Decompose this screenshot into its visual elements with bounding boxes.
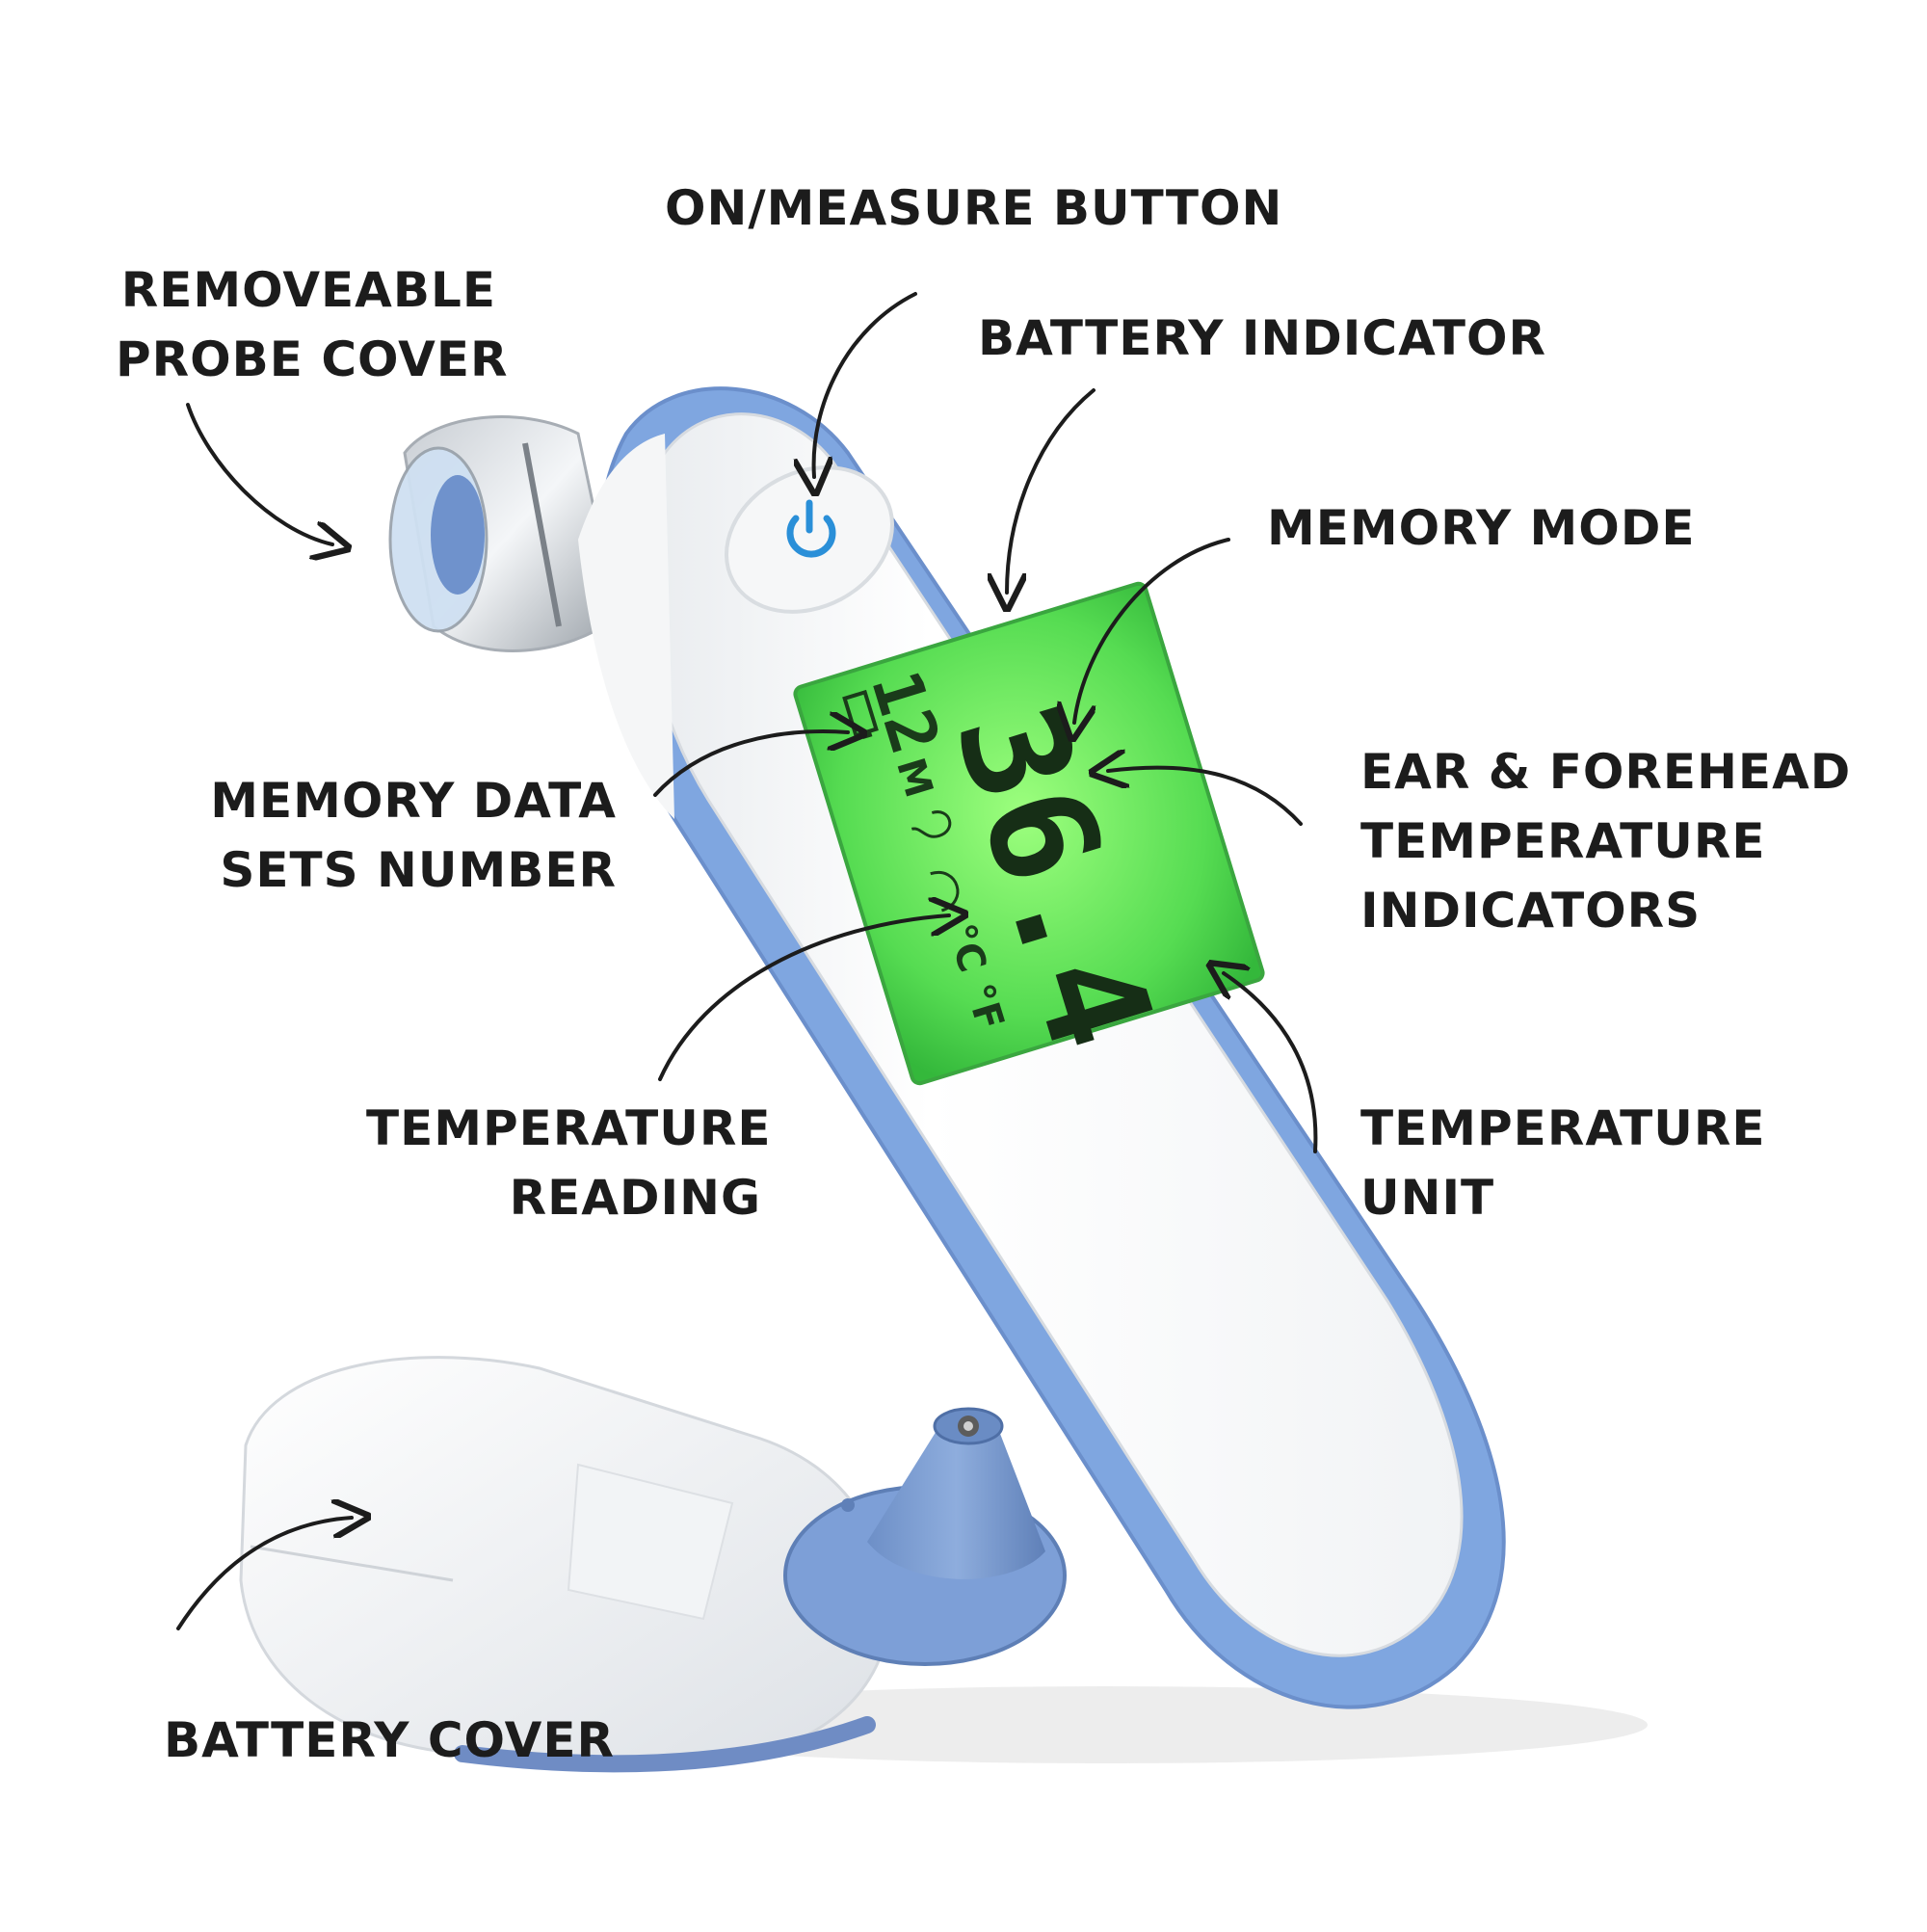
label-removable-probe-cover: REMOVEABLE PROBE COVER xyxy=(116,262,509,387)
label-temperature-unit: TEMPERATURE UNIT xyxy=(1360,1100,1766,1226)
label-memory-data-sets-number: MEMORY DATA SETS NUMBER xyxy=(210,773,617,898)
arrow-temperature-reading xyxy=(658,915,949,1081)
arrow-temperature-unit xyxy=(1224,973,1318,1153)
arrow-memory-mode xyxy=(1074,538,1230,723)
callout-arrows xyxy=(176,292,1318,1630)
ear-icon xyxy=(911,810,952,838)
arrow-battery-indicator xyxy=(1007,388,1095,593)
lcd-display: 12 M °C °F 36.4 xyxy=(793,581,1265,1086)
label-memory-mode: MEMORY MODE xyxy=(1267,500,1696,556)
power-icon xyxy=(786,499,836,558)
arrow-on-measure xyxy=(814,292,917,477)
arrow-probe-cover xyxy=(186,403,332,544)
label-ear-forehead-indicators: EAR & FOREHEAD TEMPERATURE INDICATORS xyxy=(1360,744,1852,939)
label-battery-cover: BATTERY COVER xyxy=(164,1712,616,1768)
label-temperature-reading: TEMPERATURE READING xyxy=(366,1100,772,1226)
arrow-battery-cover xyxy=(176,1518,352,1630)
battery-cover-unit xyxy=(239,1356,1067,1773)
on-measure-button[interactable] xyxy=(701,439,918,640)
label-on-measure-button: ON/MEASURE BUTTON xyxy=(665,180,1283,236)
arrow-ear-forehead xyxy=(1108,768,1303,826)
removable-probe-cover xyxy=(388,415,619,652)
arrow-memory-data xyxy=(653,731,848,797)
label-battery-indicator: BATTERY INDICATOR xyxy=(978,310,1546,366)
